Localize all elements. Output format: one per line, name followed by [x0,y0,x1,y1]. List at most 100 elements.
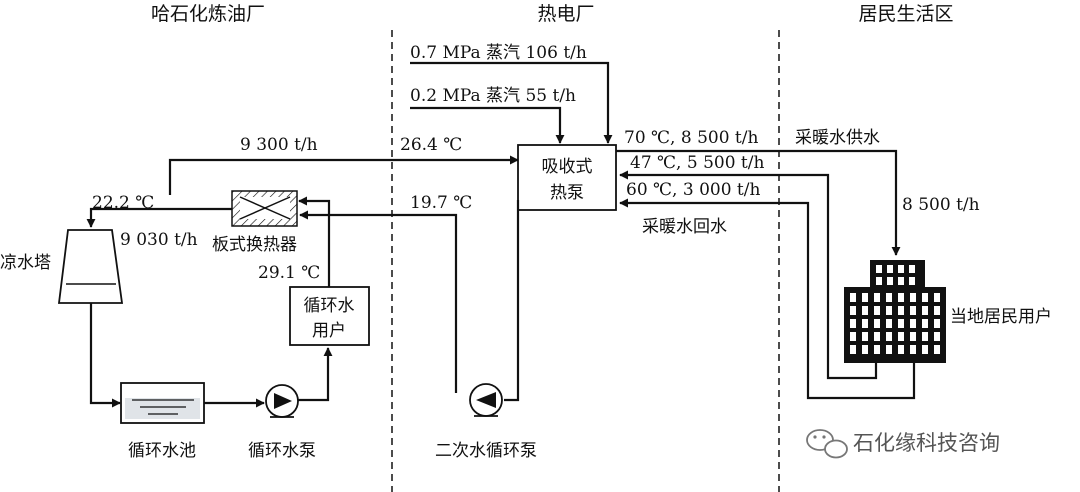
label-heat-pump-inlet-temp: 26.4 ℃ [400,135,462,155]
heat-pump-label-line2: 热泵 [550,183,584,203]
secondary-pump-label: 二次水循环泵 [435,441,537,461]
circ-pool-label: 循环水池 [128,441,196,461]
label-exchanger-inlet-temp: 29.1 ℃ [258,263,320,283]
building-window [862,319,868,328]
building-window [887,265,893,273]
building-window [934,332,940,341]
building-window [886,306,892,315]
circulating-water-pump [265,384,299,418]
zone-title-power-plant: 热电厂 [537,3,594,25]
building-window [850,306,856,315]
building-window [934,293,940,302]
heat-pump-label-line1: 吸收式 [542,157,593,177]
building-window [850,293,856,302]
building-window [934,319,940,328]
building-window [898,306,904,315]
building-window [876,277,882,285]
building-window [910,332,916,341]
label-secondary-flow: 9 300 t/h [240,135,318,155]
pipe-heating-return-1 [619,170,878,380]
building-window [898,332,904,341]
plate-exchanger-label: 板式换热器 [212,235,297,255]
building-window [898,319,904,328]
building-icon [844,260,946,363]
building-window [898,265,904,273]
circulating-water-pool [120,382,205,424]
label-supply-c: 60 ℃, 3 000 t/h [626,180,760,200]
building-window [876,265,882,273]
pipe-heat-pump-to-pump [504,200,520,402]
building-window [909,277,915,285]
building-window [934,306,940,315]
label-heating-return: 采暖水回水 [642,217,727,237]
building-window [922,306,928,315]
building-window [886,332,892,341]
pipe-pump-to-exchanger [299,210,458,393]
building-window [922,345,928,354]
building-window [886,319,892,328]
cooling-tower [57,229,124,304]
building-window [850,332,856,341]
building-base [844,287,946,363]
building-window [862,345,868,354]
label-tower-flow: 9 030 t/h [120,230,198,250]
circ-pump-label: 循环水泵 [248,441,316,461]
zone-title-refinery: 哈石化炼油厂 [151,3,265,25]
label-heating-supply: 采暖水供水 [795,128,880,148]
building-window [922,293,928,302]
building-window [910,319,916,328]
building-window [909,265,915,273]
watermark-text: 石化缘科技咨询 [853,431,1000,455]
absorption-heat-pump [517,144,617,211]
building-window [862,306,868,315]
label-heating-flow: 8 500 t/h [902,195,980,215]
building-window [886,293,892,302]
pipe-heating-return-2 [619,198,916,400]
circ-user-label-line2: 用户 [312,321,346,341]
cooling-tower-label: 凉水塔 [0,253,51,273]
building-window [850,319,856,328]
building-window [886,345,892,354]
building-window [922,319,928,328]
building-window [910,306,916,315]
wechat-icon [806,429,848,459]
building-window [898,277,904,285]
label-tower-temp: 22.2 ℃ [92,193,154,213]
label-supply-a: 70 ℃, 8 500 t/h [624,128,758,148]
steam-label-high-pressure: 0.7 MPa 蒸汽 106 t/h [410,43,587,63]
circ-user-label-line1: 循环水 [304,296,355,316]
building-window [862,293,868,302]
steam-label-low-pressure: 0.2 MPa 蒸汽 55 t/h [410,86,576,106]
pipe-tower-to-pool [89,303,121,408]
building-window [910,345,916,354]
pipe-user-to-exchanger [298,196,331,287]
pipe-heating-supply [616,149,901,256]
building-window [874,293,880,302]
building-window [862,332,868,341]
label-return-temp: 19.7 ℃ [410,193,472,213]
building-window [874,332,880,341]
building-window [922,332,928,341]
building-window [934,345,940,354]
pipe-pump-to-user [298,347,333,402]
building-window [874,306,880,315]
building-window [850,345,856,354]
steam-line-high-pressure [410,61,613,144]
building-window [910,293,916,302]
pipe-exchanger-to-heat-pump [168,155,519,195]
label-supply-b: 47 ℃, 5 500 t/h [630,153,764,173]
building-window [874,345,880,354]
building-window [887,277,893,285]
local-users-label: 当地居民用户 [950,307,1052,327]
building-window [874,319,880,328]
secondary-water-pump [469,383,503,417]
zone-title-residential: 居民生活区 [858,3,953,25]
building-window [898,345,904,354]
steam-line-low-pressure [410,106,565,144]
pipe-exchanger-to-tower [86,207,232,228]
circ-water-user [289,286,370,346]
plate-heat-exchanger [231,190,298,227]
building-window [898,293,904,302]
